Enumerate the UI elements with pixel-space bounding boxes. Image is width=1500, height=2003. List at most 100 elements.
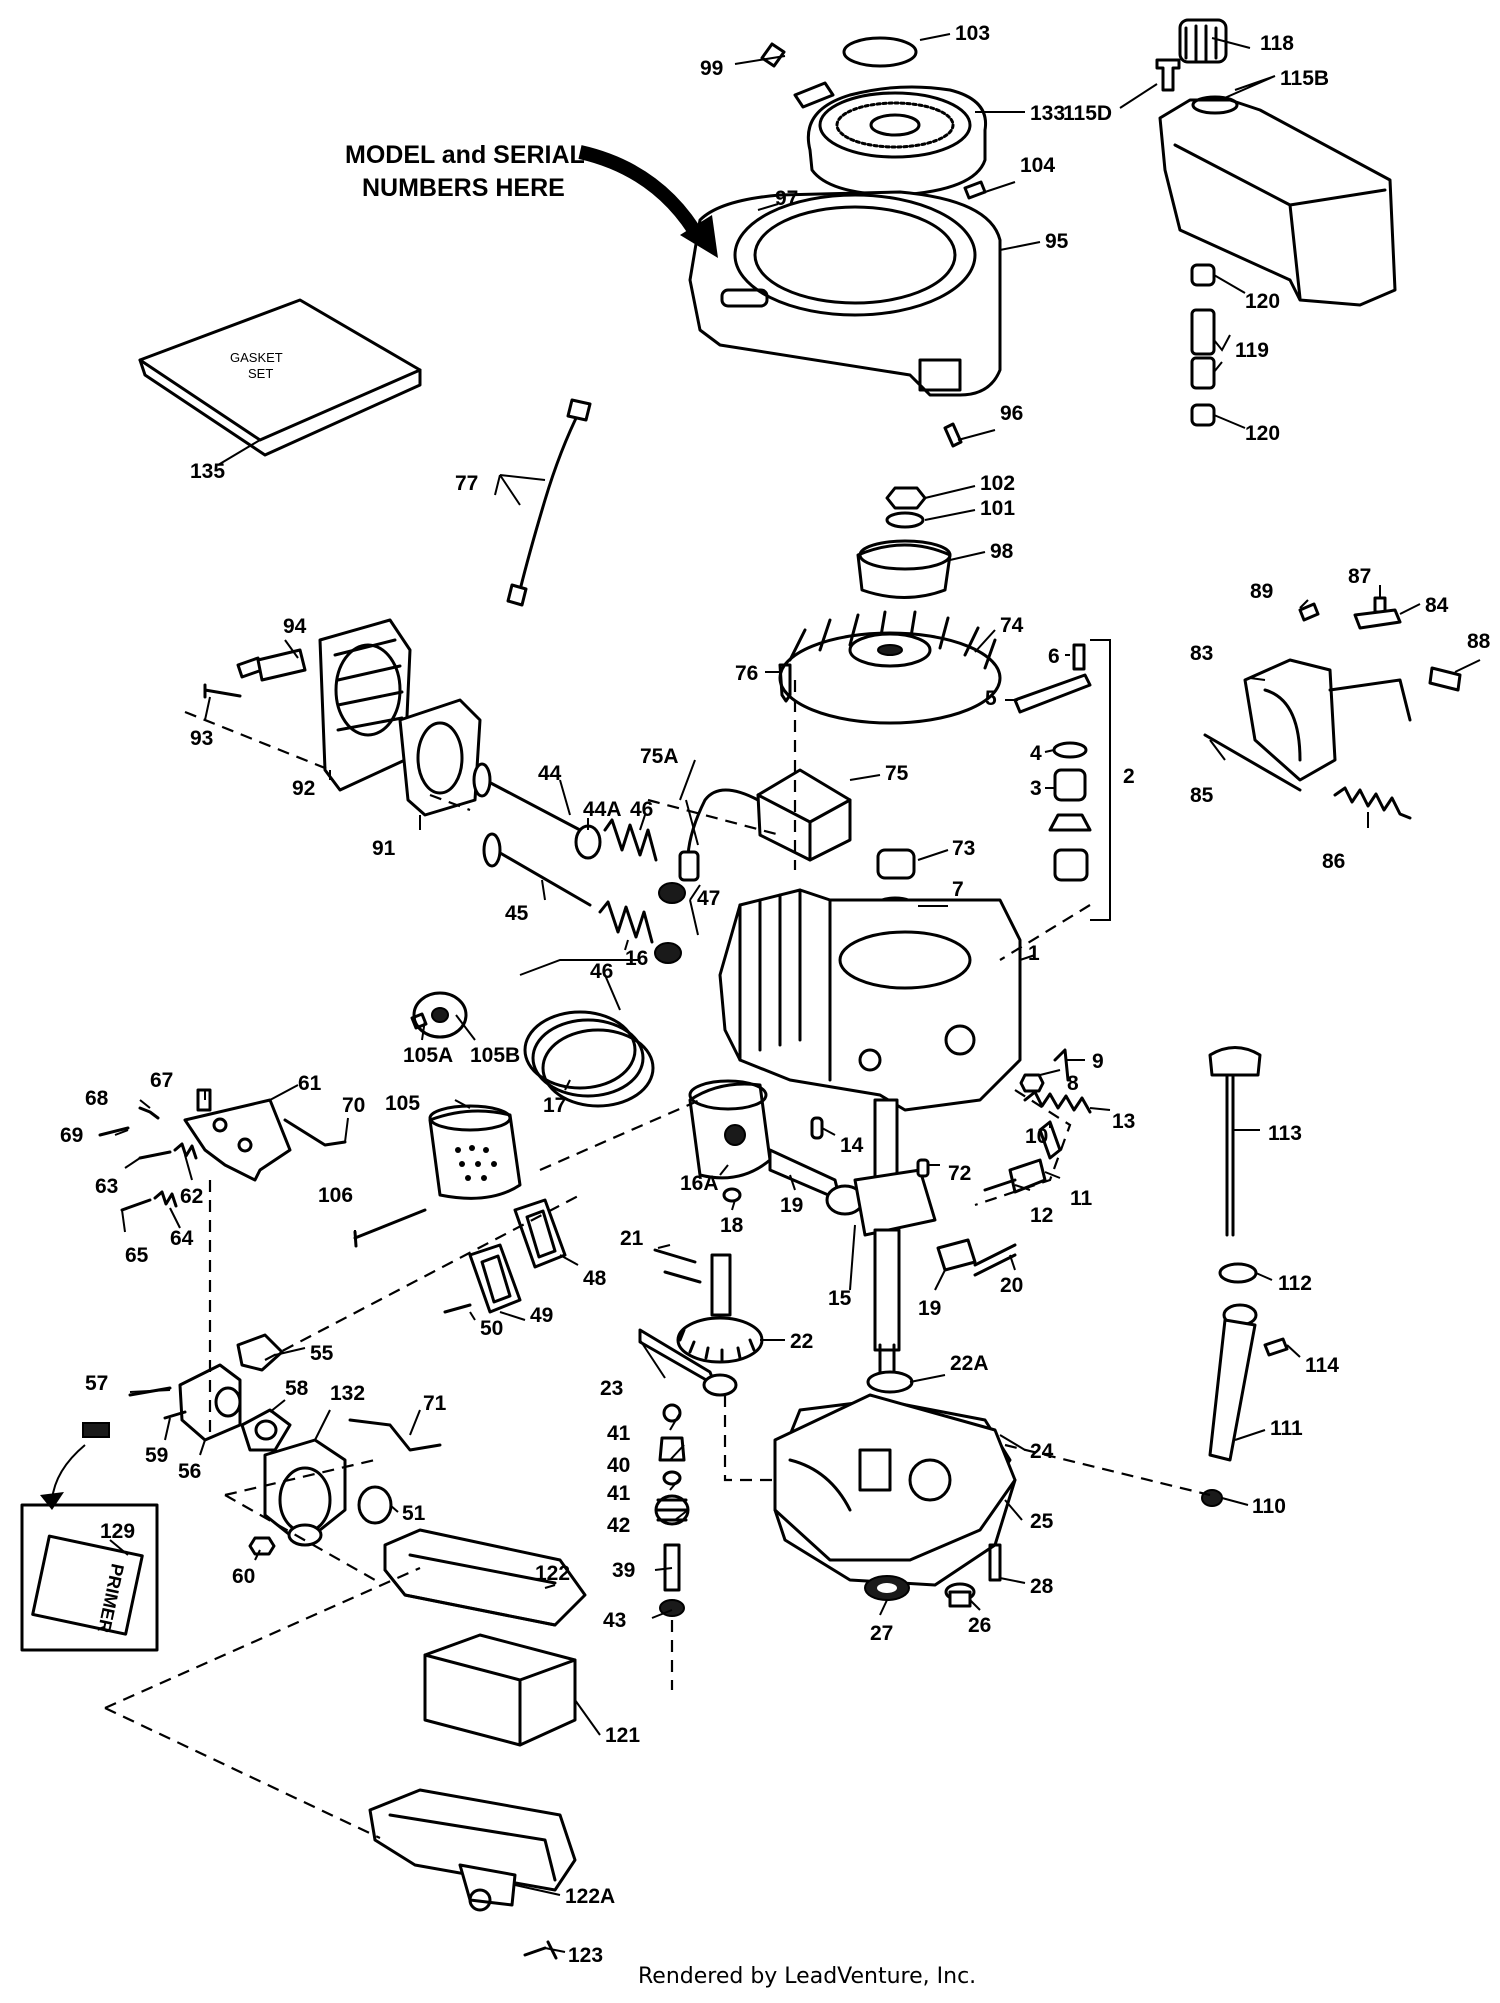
label-27: 27 [870, 1622, 893, 1645]
assembly-line [224, 1458, 376, 1497]
label-57: 57 [85, 1372, 108, 1395]
model-serial-note-line1: MODEL and SERIAL [345, 141, 585, 169]
label-48: 48 [583, 1267, 607, 1290]
label-68: 68 [85, 1087, 109, 1110]
part-link-85 [1203, 733, 1302, 792]
part-bracket-83 [1243, 658, 1412, 782]
label-88: 88 [1467, 630, 1491, 653]
label-114: 114 [1305, 1354, 1339, 1377]
label-26: 26 [968, 1614, 991, 1637]
label-129: 129 [100, 1520, 135, 1543]
part-primer-decal-129: PRIMER [20, 1503, 159, 1652]
part-ignition-coil-75 [756, 768, 852, 862]
part-clip-88 [1428, 666, 1462, 692]
part-air-cleaner-base-122A [368, 1788, 577, 1912]
label-121: 121 [605, 1724, 640, 1747]
label-41b: 41 [607, 1482, 631, 1505]
label-110: 110 [1252, 1495, 1286, 1518]
label-113: 113 [1268, 1122, 1302, 1145]
label-58: 58 [285, 1377, 309, 1400]
part-air-filter-121 [423, 1633, 577, 1747]
assembly-line [723, 1395, 780, 1482]
label-96: 96 [1000, 402, 1023, 425]
label-76: 76 [735, 662, 758, 685]
part-shaft-39 [663, 1543, 681, 1592]
part-bushing-120-bottom [1190, 403, 1216, 427]
part-screw-50 [443, 1303, 472, 1314]
label-61: 61 [298, 1072, 322, 1095]
label-75: 75 [885, 762, 909, 785]
part-washer-4 [1052, 741, 1088, 759]
part-retainer-47-upper [658, 882, 686, 904]
part-shaft-23 [638, 1328, 738, 1397]
part-gear-42 [654, 1494, 690, 1526]
part-gasket-49 [468, 1243, 522, 1314]
label-103: 103 [955, 22, 990, 45]
model-serial-note-line2: NUMBERS HERE [362, 174, 565, 202]
label-111: 111 [1270, 1417, 1303, 1440]
label-11: 11 [1070, 1187, 1093, 1210]
label-6: 6 [1048, 645, 1060, 668]
label-16: 16 [625, 947, 648, 970]
part-link-9 [1053, 1048, 1070, 1082]
label-101: 101 [980, 497, 1015, 520]
part-nut-102 [885, 486, 927, 510]
label-85: 85 [1190, 784, 1214, 807]
part-gasket-58 [240, 1408, 292, 1452]
label-99: 99 [700, 57, 723, 80]
part-screws-20 [973, 1243, 1017, 1277]
label-115B: 115B [1280, 67, 1329, 90]
assembly-line [224, 1494, 376, 1581]
label-123: 123 [568, 1944, 603, 1967]
label-104: 104 [1020, 154, 1055, 177]
label-92: 92 [292, 777, 315, 800]
label-56: 56 [178, 1460, 201, 1483]
part-screw-63 [138, 1150, 172, 1160]
label-67: 67 [150, 1069, 173, 1092]
part-screw-89 [1298, 602, 1320, 622]
label-122: 122 [535, 1562, 570, 1585]
label-24: 24 [1030, 1440, 1054, 1463]
part-clip-18 [722, 1187, 742, 1203]
part-bolt-93 [203, 683, 242, 699]
label-120: 120 [1245, 290, 1280, 313]
label-28: 28 [1030, 1575, 1054, 1598]
label-19: 19 [780, 1194, 803, 1217]
label-18: 18 [720, 1214, 744, 1237]
label-39: 39 [612, 1559, 635, 1582]
part-pin-99 [760, 42, 786, 68]
label-70: 70 [342, 1094, 365, 1117]
part-flywheel-74 [778, 610, 1002, 725]
part-retainer-47-lower [654, 942, 682, 964]
part-dowel-14 [810, 1116, 824, 1140]
part-ground-wire-77 [518, 408, 582, 592]
part-labels: 103 99 133 104 118 115B 115D 97 95 96 12… [60, 22, 1491, 1967]
assembly-line [104, 1707, 381, 1839]
part-link-70 [283, 1118, 347, 1147]
label-86: 86 [1322, 850, 1345, 873]
part-o-ring-112 [1218, 1262, 1258, 1284]
part-screw-114 [1263, 1337, 1289, 1357]
part-bushing-120-top [1190, 263, 1216, 287]
part-blower-housing-95 [688, 190, 1002, 397]
label-112: 112 [1278, 1272, 1312, 1295]
part-screw-12 [983, 1178, 1017, 1192]
part-seal-44A [574, 824, 602, 860]
label-75A: 75A [640, 745, 679, 768]
part-gasket-51 [357, 1485, 393, 1525]
part-bolt-106 [353, 1208, 427, 1248]
label-46: 46 [630, 798, 653, 821]
label-19b: 19 [918, 1297, 941, 1320]
label-119: 119 [1235, 339, 1269, 362]
part-spark-plug-94 [236, 648, 307, 682]
label-16A: 16A [680, 1172, 719, 1195]
label-118: 118 [1260, 32, 1294, 55]
label-21: 21 [620, 1227, 644, 1250]
part-gasket-48 [513, 1198, 567, 1269]
part-lever-10 [1038, 1120, 1062, 1160]
part-screw-6 [1072, 643, 1086, 671]
part-head-gasket-91 [398, 698, 482, 817]
label-7: 7 [952, 878, 964, 901]
label-77: 77 [455, 472, 478, 495]
label-65: 65 [125, 1244, 149, 1267]
